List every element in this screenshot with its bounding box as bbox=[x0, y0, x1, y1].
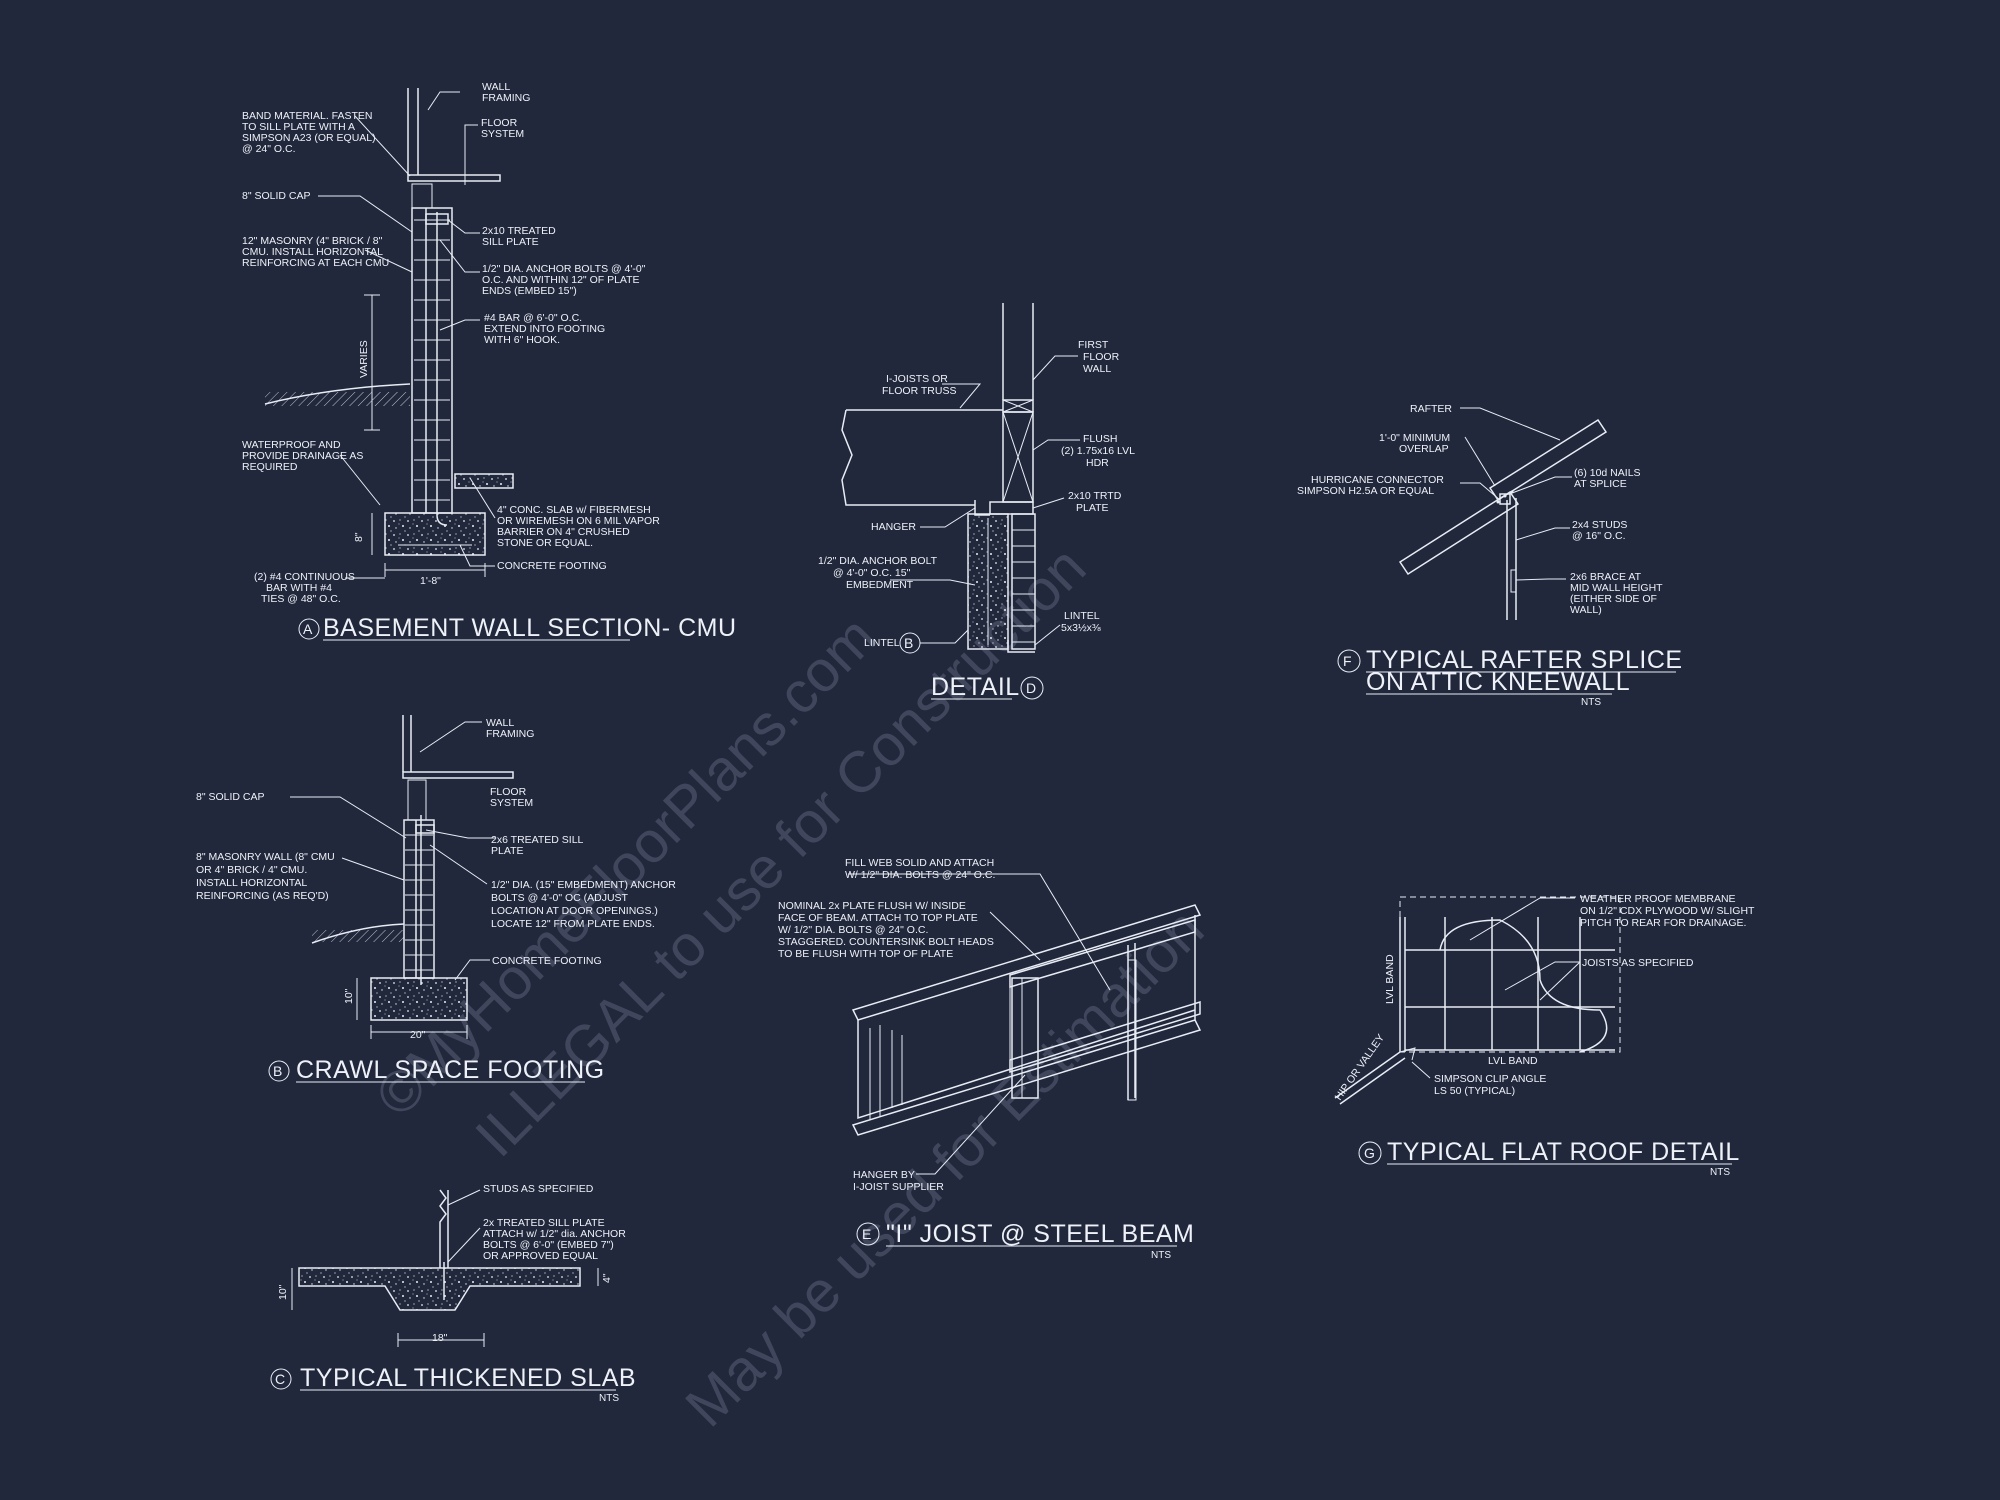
svg-text:JOISTS AS SPECIFIED: JOISTS AS SPECIFIED bbox=[1582, 957, 1694, 969]
svg-text:LVL BAND: LVL BAND bbox=[1488, 1055, 1538, 1067]
svg-text:1/2" DIA. ANCHOR BOLTS @ 4'-0": 1/2" DIA. ANCHOR BOLTS @ 4'-0"O.C. AND W… bbox=[482, 263, 646, 297]
svg-text:RAFTER: RAFTER bbox=[1410, 403, 1452, 415]
svg-text:12" MASONRY (4" BRICK / 8"CMU.: 12" MASONRY (4" BRICK / 8"CMU. INSTALL H… bbox=[242, 235, 389, 269]
svg-text:1/2" DIA. ANCHOR BOLT@ 4'-0" O: 1/2" DIA. ANCHOR BOLT@ 4'-0" O.C. 15"EMB… bbox=[818, 555, 938, 591]
svg-text:LVL BAND: LVL BAND bbox=[1384, 954, 1396, 1004]
svg-text:20": 20" bbox=[410, 1029, 426, 1041]
svg-text:NTS: NTS bbox=[1151, 1250, 1171, 1261]
svg-text:10": 10" bbox=[343, 988, 355, 1004]
svg-text:HANGER BYI-JOIST SUPPLIER: HANGER BYI-JOIST SUPPLIER bbox=[853, 1169, 944, 1193]
svg-text:TYPICAL FLAT ROOF DETAIL: TYPICAL FLAT ROOF DETAIL bbox=[1387, 1138, 1740, 1166]
svg-text:18": 18" bbox=[432, 1332, 448, 1344]
svg-text:BASEMENT WALL SECTION- CMU: BASEMENT WALL SECTION- CMU bbox=[323, 614, 737, 642]
svg-text:G: G bbox=[1364, 1145, 1375, 1161]
svg-text:NTS: NTS bbox=[1710, 1167, 1730, 1178]
detail-c-thickened-slab: STUDS AS SPECIFIED 2x TREATED SILL PLATE… bbox=[270, 1183, 636, 1404]
svg-text:A: A bbox=[303, 621, 313, 637]
svg-text:C: C bbox=[275, 1371, 285, 1387]
svg-text:D: D bbox=[1026, 680, 1036, 696]
svg-text:1'-8": 1'-8" bbox=[420, 575, 441, 587]
svg-text:B: B bbox=[904, 635, 913, 651]
svg-text:8" SOLID CAP: 8" SOLID CAP bbox=[196, 791, 265, 803]
svg-text:ON ATTIC KNEEWALL: ON ATTIC KNEEWALL bbox=[1366, 668, 1630, 696]
svg-text:CONCRETE FOOTING: CONCRETE FOOTING bbox=[492, 955, 602, 967]
svg-text:VARIES: VARIES bbox=[358, 340, 370, 378]
svg-text:HANGER: HANGER bbox=[871, 521, 916, 533]
svg-text:DETAIL: DETAIL bbox=[931, 673, 1020, 701]
svg-text:8": 8" bbox=[353, 532, 365, 542]
svg-text:4": 4" bbox=[601, 1273, 613, 1283]
svg-text:8" SOLID CAP: 8" SOLID CAP bbox=[242, 190, 311, 202]
svg-text:CONCRETE FOOTING: CONCRETE FOOTING bbox=[497, 560, 607, 572]
svg-text:TYPICAL RAFTER SPLICE: TYPICAL RAFTER SPLICE bbox=[1366, 646, 1683, 674]
svg-text:TYPICAL THICKENED SLAB: TYPICAL THICKENED SLAB bbox=[300, 1364, 636, 1392]
svg-text:"I" JOIST @ STEEL BEAM: "I" JOIST @ STEEL BEAM bbox=[886, 1220, 1194, 1248]
svg-text:NTS: NTS bbox=[1581, 697, 1601, 708]
svg-text:B: B bbox=[273, 1063, 282, 1079]
svg-text:E: E bbox=[862, 1226, 871, 1242]
watermark: ©MyHomeFloorPlans.com ILLEGAL to use for… bbox=[363, 534, 1216, 1439]
svg-text:STUDS AS SPECIFIED: STUDS AS SPECIFIED bbox=[483, 1183, 594, 1195]
svg-text:10": 10" bbox=[277, 1284, 289, 1300]
svg-text:CRAWL SPACE FOOTING: CRAWL SPACE FOOTING bbox=[296, 1056, 605, 1084]
svg-text:#4 BAR @ 6'-0" O.C.EXTEND INTO: #4 BAR @ 6'-0" O.C.EXTEND INTO FOOTINGWI… bbox=[484, 312, 605, 346]
svg-text:2x4 STUDS@ 16" O.C.: 2x4 STUDS@ 16" O.C. bbox=[1572, 519, 1627, 542]
svg-text:LINTEL: LINTEL bbox=[864, 637, 900, 649]
svg-text:F: F bbox=[1343, 653, 1352, 669]
svg-text:NTS: NTS bbox=[599, 1393, 619, 1404]
